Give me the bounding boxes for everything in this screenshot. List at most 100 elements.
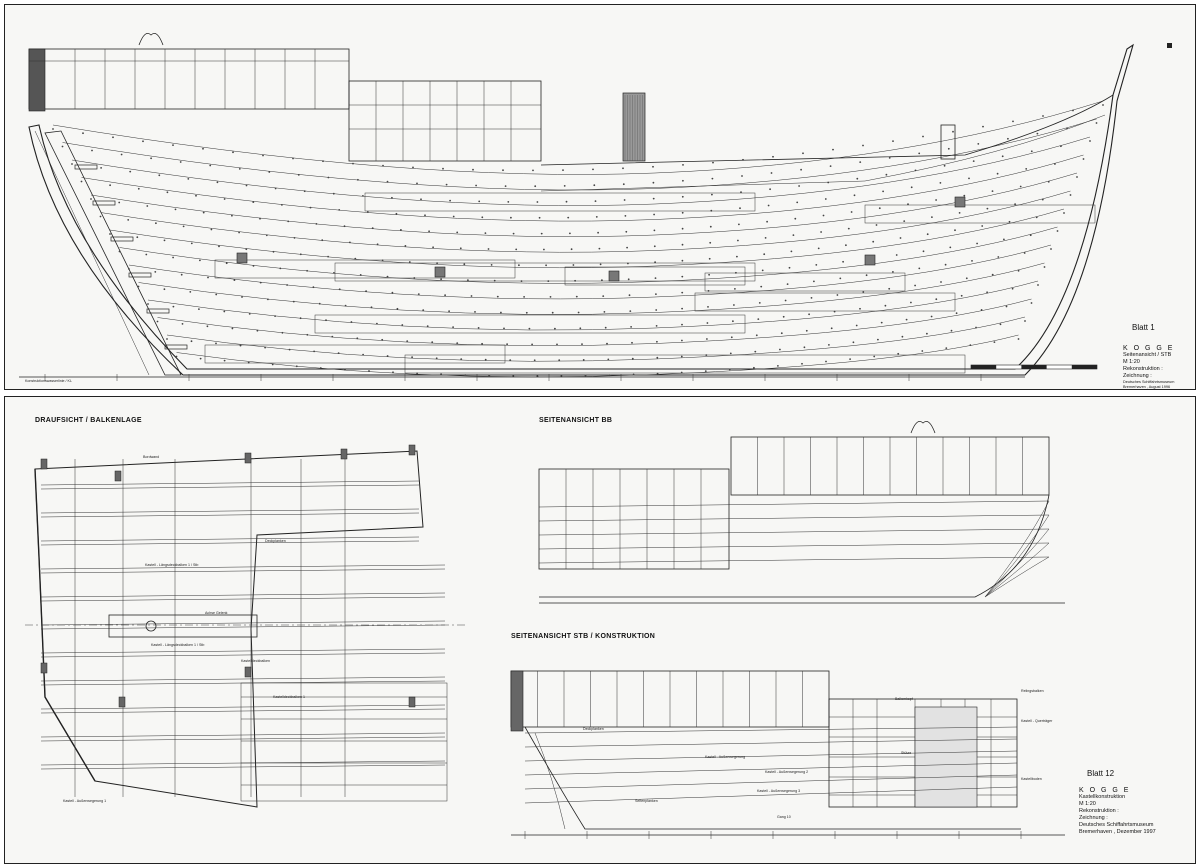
title-block-12-date: Bremerhaven , Dezember 1997 xyxy=(1079,829,1156,835)
rivet xyxy=(681,195,684,198)
rivet xyxy=(376,322,378,325)
rivet xyxy=(950,329,953,332)
rivet xyxy=(976,242,978,245)
rivet xyxy=(507,201,510,203)
rivet xyxy=(993,341,996,343)
rivet xyxy=(271,363,274,366)
rivet xyxy=(845,244,847,247)
rivet xyxy=(986,291,988,294)
rivet xyxy=(452,326,454,328)
rivet xyxy=(732,320,734,323)
rivet xyxy=(817,247,820,250)
rivet xyxy=(652,165,654,168)
rivet xyxy=(565,200,568,203)
rivet xyxy=(910,186,913,189)
rivet xyxy=(444,294,446,297)
rivet xyxy=(560,375,563,377)
rivet xyxy=(832,148,834,151)
plank-block xyxy=(314,314,746,334)
deck-beam xyxy=(40,564,446,570)
rivet xyxy=(706,338,708,340)
deck-beam xyxy=(40,704,446,710)
rivet xyxy=(1030,150,1033,153)
rivet xyxy=(536,375,539,377)
rivet xyxy=(448,310,450,313)
rivet xyxy=(682,179,684,182)
rivet xyxy=(922,250,925,253)
rivet xyxy=(813,280,815,283)
scupper xyxy=(236,252,248,264)
rivet xyxy=(607,358,610,361)
rivet xyxy=(753,366,755,369)
rivet xyxy=(502,169,504,172)
rivet xyxy=(986,207,989,210)
ship-side-view xyxy=(19,32,1172,381)
rivet xyxy=(158,174,161,177)
rivet xyxy=(357,178,359,181)
rivet xyxy=(1029,234,1032,237)
rivet xyxy=(478,200,481,203)
rivet xyxy=(630,326,632,328)
rivet xyxy=(740,191,742,194)
hull-strake xyxy=(100,190,1071,253)
rivet xyxy=(411,356,413,359)
rivet xyxy=(709,225,712,228)
title-block-1: K O G G E Seitenansicht / STB M 1:20 Rek… xyxy=(1123,345,1174,389)
rivet xyxy=(681,243,684,246)
drawing-sheet-12: DRAUFSICHT / BALKENLAGE SEITENANSICHT BB… xyxy=(4,396,1196,864)
rivet xyxy=(825,360,827,363)
rivet xyxy=(223,310,226,313)
rivet xyxy=(199,357,202,360)
rivet xyxy=(569,232,571,235)
plan-knee xyxy=(244,452,252,464)
rivet xyxy=(245,248,248,251)
rivet xyxy=(892,271,894,273)
section-label: Seitenplanken xyxy=(635,799,658,803)
side-view-bb-title: SEITENANSICHT BB xyxy=(539,417,613,424)
rudder-hinge xyxy=(146,308,170,314)
deck-beam xyxy=(40,480,420,486)
rivet xyxy=(653,229,656,232)
rivet xyxy=(1047,180,1050,183)
deck-beam xyxy=(40,592,446,598)
title-block-1-scale: M 1:20 xyxy=(1123,359,1140,365)
rivet xyxy=(445,183,448,186)
rivet xyxy=(1001,155,1004,158)
rivet xyxy=(681,211,684,214)
rivet xyxy=(907,203,909,206)
rivet xyxy=(808,313,810,316)
rivet xyxy=(356,337,359,340)
rivet xyxy=(155,222,157,225)
rivet xyxy=(404,245,407,247)
rivet xyxy=(198,308,200,310)
rivet xyxy=(142,140,144,143)
rivet xyxy=(391,196,393,199)
rivet xyxy=(790,250,793,253)
rivet xyxy=(299,317,302,320)
hull-strake xyxy=(147,280,1039,331)
rivet xyxy=(944,263,947,266)
rivet xyxy=(955,312,958,315)
rivet xyxy=(288,348,291,351)
stb-strake xyxy=(524,762,1018,776)
rivet xyxy=(1012,120,1014,123)
rivet xyxy=(855,324,858,327)
mast-hole xyxy=(145,620,157,632)
rivet xyxy=(622,167,624,170)
rivet xyxy=(755,334,758,337)
rivet xyxy=(654,261,656,264)
title-block-12-drawing: Zeichnung : xyxy=(1079,815,1108,821)
rivet xyxy=(875,224,878,226)
section-label: Gang 10 xyxy=(777,815,791,819)
rivet xyxy=(349,241,351,244)
hull-strake xyxy=(90,172,1078,237)
rivet xyxy=(562,169,564,172)
rivet xyxy=(1008,220,1011,223)
rivet xyxy=(416,182,418,185)
rivet xyxy=(786,283,789,285)
rivet xyxy=(627,278,630,281)
rivet xyxy=(655,293,657,295)
stb-stern-curve xyxy=(534,732,566,830)
stb-end-post xyxy=(510,670,524,732)
section-label: Stütze xyxy=(901,751,912,755)
